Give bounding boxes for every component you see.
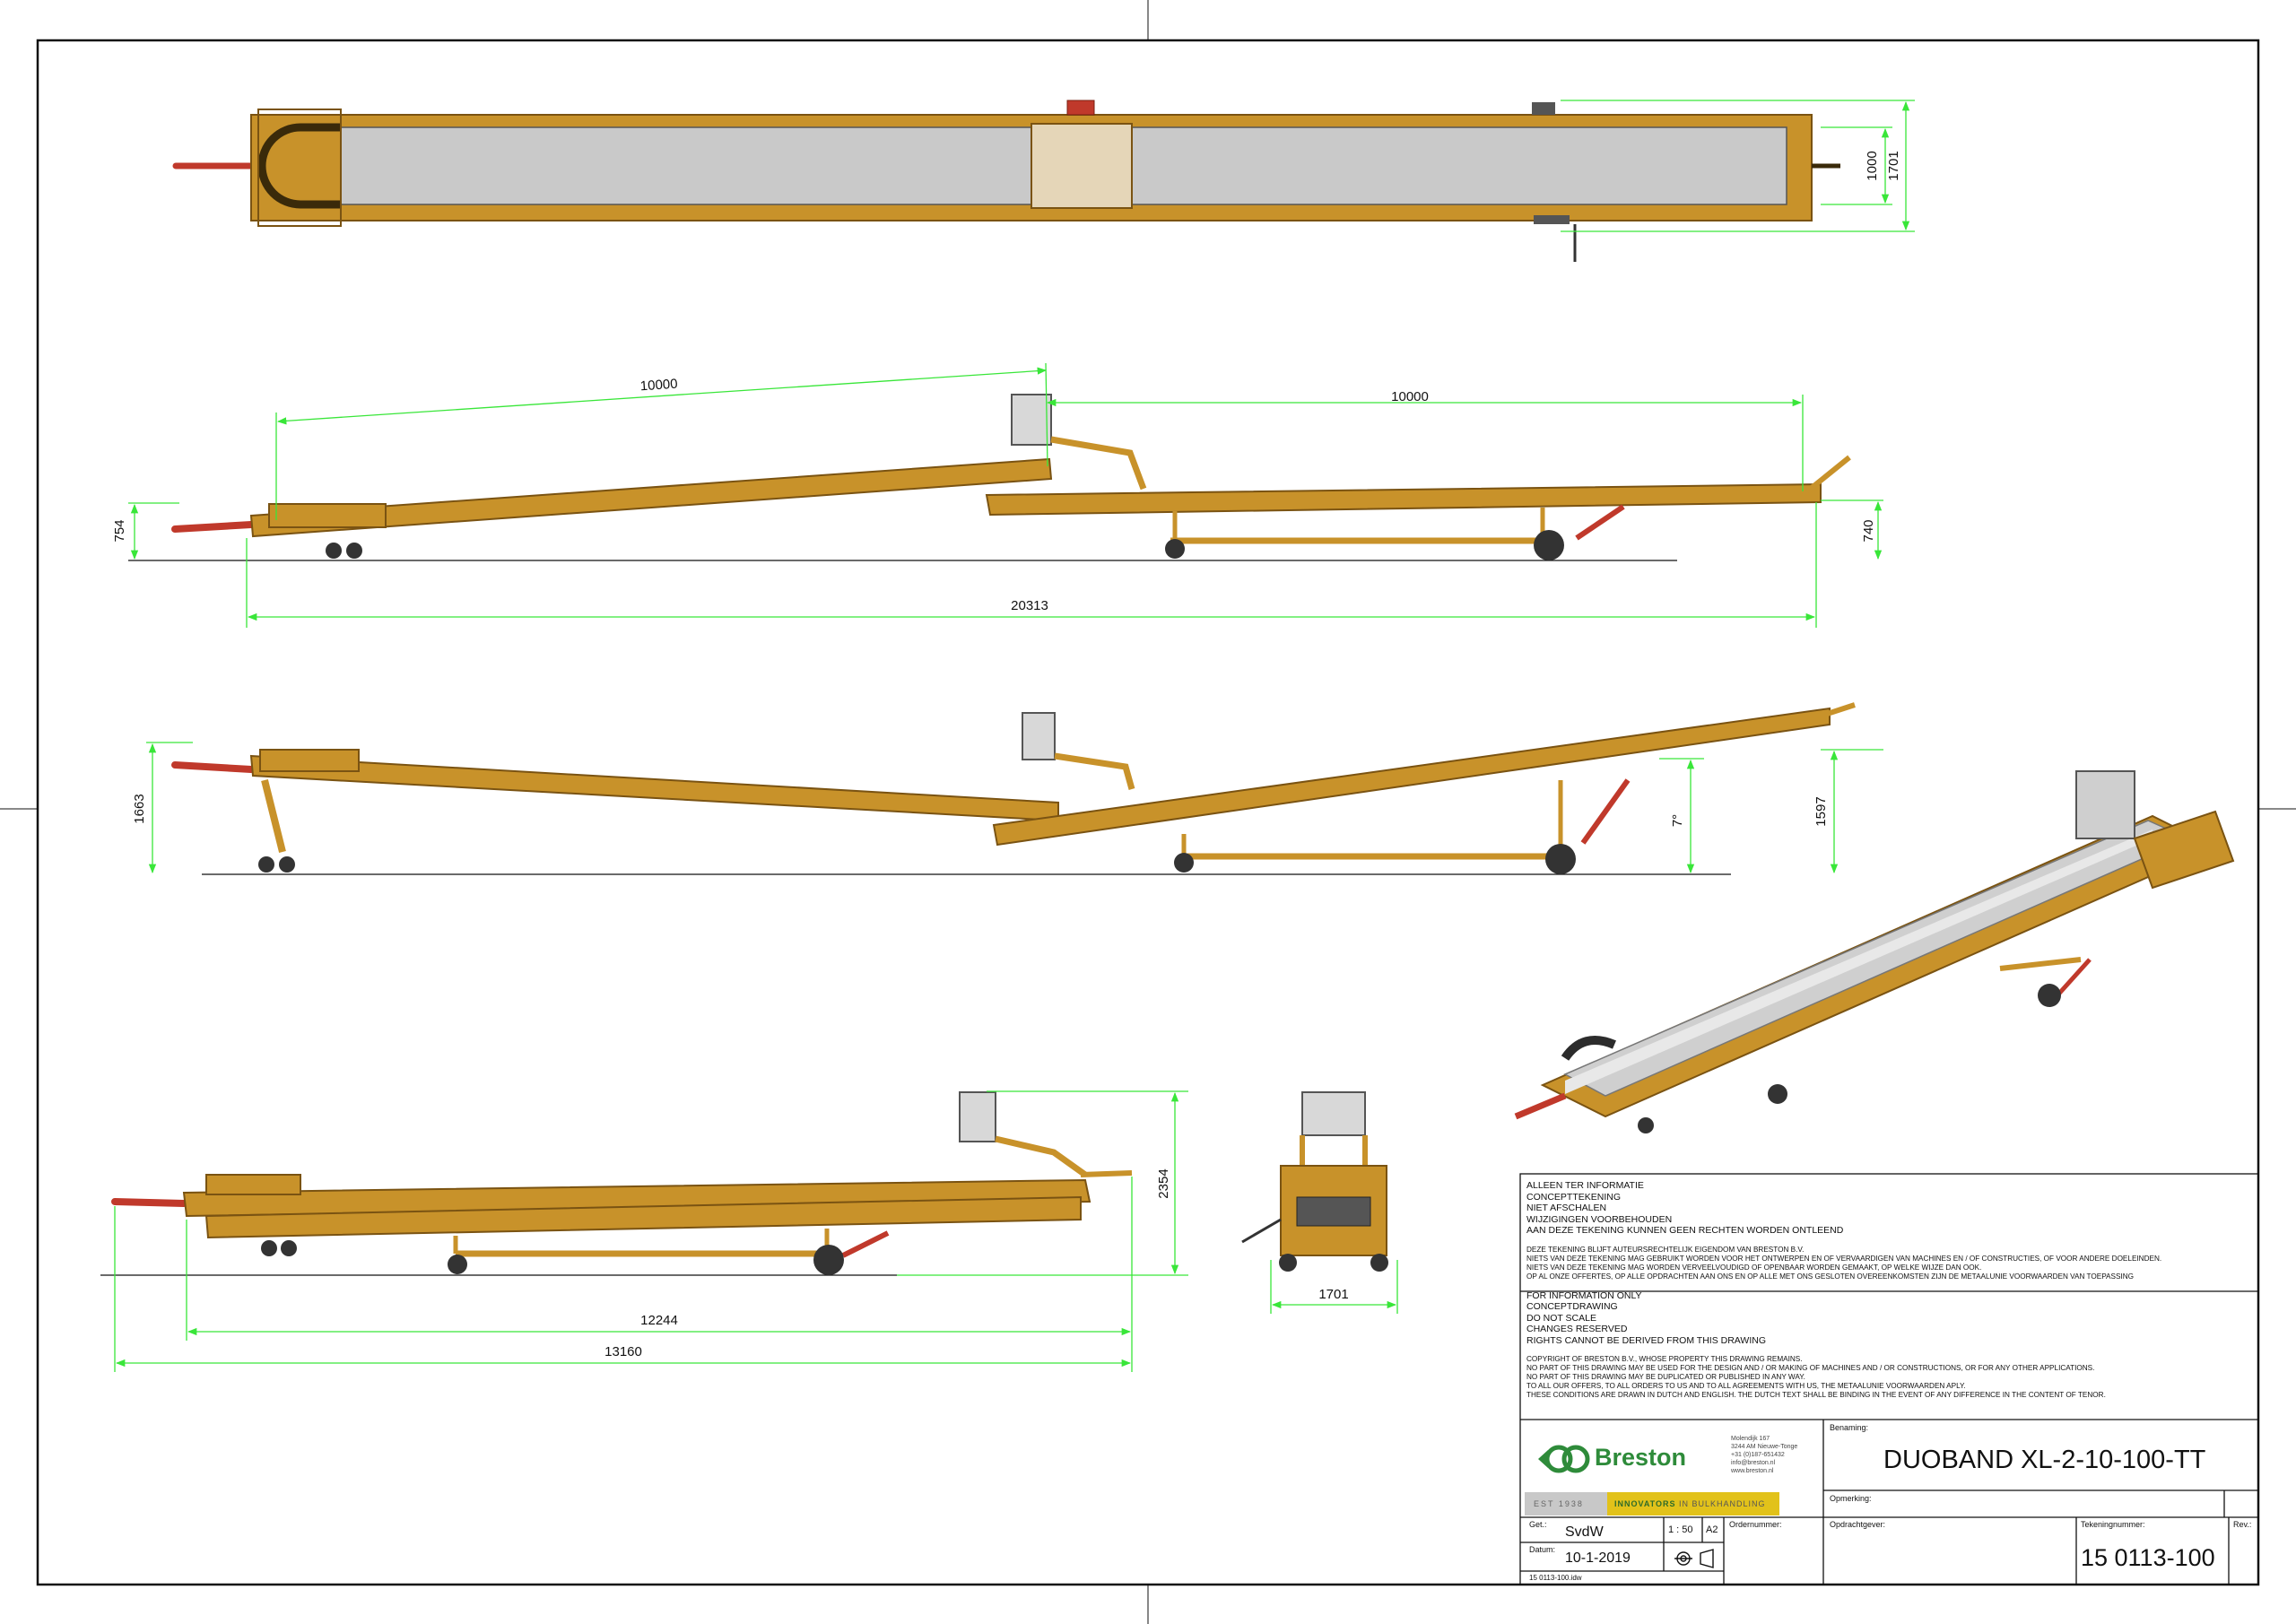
legal-line: NIETS VAN DEZE TEKENING MAG GEBRUIKT WOR… — [1526, 1254, 2162, 1263]
file-name: 15 0113-100.idw — [1529, 1574, 1582, 1582]
est-label: EST 1938 — [1534, 1499, 1584, 1508]
dim-side3-length-inner: 12244 — [640, 1313, 678, 1328]
note-line: CONCEPTTEKENING — [1526, 1191, 1622, 1203]
slogan-strong: INNOVATORS — [1614, 1499, 1676, 1508]
dim-side3-length-total: 13160 — [604, 1344, 642, 1359]
dim-side1-height-left: 754 — [112, 519, 127, 542]
benaming-label: Benaming: — [1830, 1423, 1869, 1432]
breston-logo-icon — [1538, 1445, 1590, 1473]
paper-size: A2 — [1706, 1524, 1718, 1535]
scale: 1 : 50 — [1668, 1524, 1693, 1535]
datum-label: Datum: — [1529, 1545, 1556, 1554]
side-view-extended — [128, 394, 1851, 561]
address-line: info@breston.nl — [1731, 1460, 1776, 1466]
address-line: Molendijk 167 — [1731, 1436, 1770, 1442]
dim-side1-total-length: 20313 — [1011, 598, 1048, 613]
title-block-grid — [1519, 1173, 2259, 1585]
legal-line: NIETS VAN DEZE TEKENING MAG WORDEN VERVE… — [1526, 1263, 1982, 1272]
note-line: CONCEPTDRAWING — [1526, 1301, 1618, 1312]
note-line: RIGHTS CANNOT BE DERIVED FROM THIS DRAWI… — [1526, 1334, 1766, 1346]
side-view-retracted — [100, 1091, 1133, 1276]
dim-side2-angle: 7° — [1670, 814, 1685, 827]
opmerking-label: Opmerking: — [1830, 1494, 1872, 1503]
legal-line: NO PART OF THIS DRAWING MAY BE DUPLICATE… — [1526, 1373, 1805, 1381]
ordernummer-label: Ordernummer: — [1729, 1520, 1782, 1529]
note-line: AAN DEZE TEKENING KUNNEN GEEN RECHTEN WO… — [1526, 1225, 1844, 1236]
dim-top-outer-width: 1701 — [1886, 151, 1901, 180]
dim-side1-length-a: 10000 — [639, 377, 678, 395]
dim-top-inner-width: 1000 — [1865, 151, 1880, 180]
legal-line: COPYRIGHT OF BRESTON B.V., WHOSE PROPERT… — [1526, 1355, 1803, 1363]
projection-symbol-icon — [1674, 1549, 1714, 1568]
isometric-view — [1514, 770, 2235, 1133]
address-line: www.breston.nl — [1731, 1468, 1774, 1474]
slogan: INNOVATORS IN BULKHANDLING — [1614, 1499, 1766, 1508]
side-view-extended-dimensions — [128, 362, 1883, 628]
note-line: DO NOT SCALE — [1526, 1312, 1596, 1324]
side-view-inclined-dimensions — [146, 742, 1883, 874]
dim-side3-height: 2354 — [1156, 1168, 1171, 1198]
end-view — [1241, 1091, 1388, 1272]
company-name: Breston — [1595, 1444, 1687, 1471]
dim-side1-length-b: 10000 — [1391, 389, 1429, 404]
dim-side2-height-right: 1597 — [1813, 796, 1829, 826]
side-view-inclined — [171, 702, 1856, 875]
company-address: Molendijk 167 3244 AM Nieuwe-Tonge +31 (… — [1731, 1435, 1797, 1475]
note-line: CHANGES RESERVED — [1526, 1324, 1628, 1334]
legal-line: OP AL ONZE OFFERTES, OP ALLE OPDRACHTEN … — [1526, 1272, 2134, 1281]
slogan-rest: IN BULKHANDLING — [1679, 1499, 1766, 1508]
tekeningnummer-label: Tekeningnummer: — [2081, 1520, 2145, 1529]
legal-line: DEZE TEKENING BLIJFT AUTEURSRECHTELIJK E… — [1526, 1245, 1805, 1254]
drawing-title: DUOBAND XL-2-10-100-TT — [1883, 1446, 2206, 1474]
note-line: NIET AFSCHALEN — [1526, 1203, 1607, 1213]
rev-label: Rev.: — [2233, 1520, 2252, 1529]
drawn-by: SvdW — [1565, 1524, 1604, 1540]
address-line: 3244 AM Nieuwe-Tonge — [1731, 1444, 1798, 1450]
note-line: FOR INFORMATION ONLY — [1526, 1290, 1642, 1301]
side-view-retracted-dimensions — [114, 1090, 1188, 1372]
address-line: +31 (0)187-651432 — [1731, 1452, 1785, 1458]
top-view — [172, 100, 1840, 262]
slogan-bar — [1607, 1492, 1779, 1515]
notes-section: ALLEEN TER INFORMATIE CONCEPTTEKENING NI… — [1526, 1180, 2262, 1400]
opdrachtgever-label: Opdrachtgever: — [1830, 1520, 1886, 1529]
legal-line: TO ALL OUR OFFERS, TO ALL ORDERS TO US A… — [1526, 1382, 1966, 1390]
legal-line: NO PART OF THIS DRAWING MAY BE USED FOR … — [1526, 1364, 2095, 1372]
dim-side1-height-right: 740 — [1861, 519, 1876, 542]
get-label: Get.: — [1529, 1520, 1547, 1529]
dim-end-width: 1701 — [1318, 1287, 1348, 1302]
note-line: WIJZIGINGEN VOORBEHOUDEN — [1526, 1213, 1673, 1225]
dim-side2-height-left: 1663 — [132, 794, 147, 823]
end-view-dimensions — [1270, 1260, 1398, 1314]
drawing-date: 10-1-2019 — [1565, 1550, 1631, 1566]
note-line: ALLEEN TER INFORMATIE — [1526, 1180, 1644, 1191]
drawing-number: 15 0113-100 — [2081, 1544, 2215, 1571]
legal-line: THESE CONDITIONS ARE DRAWN IN DUTCH AND … — [1526, 1391, 2106, 1399]
top-view-dimensions — [1561, 100, 1915, 232]
est-bar — [1525, 1492, 1607, 1515]
